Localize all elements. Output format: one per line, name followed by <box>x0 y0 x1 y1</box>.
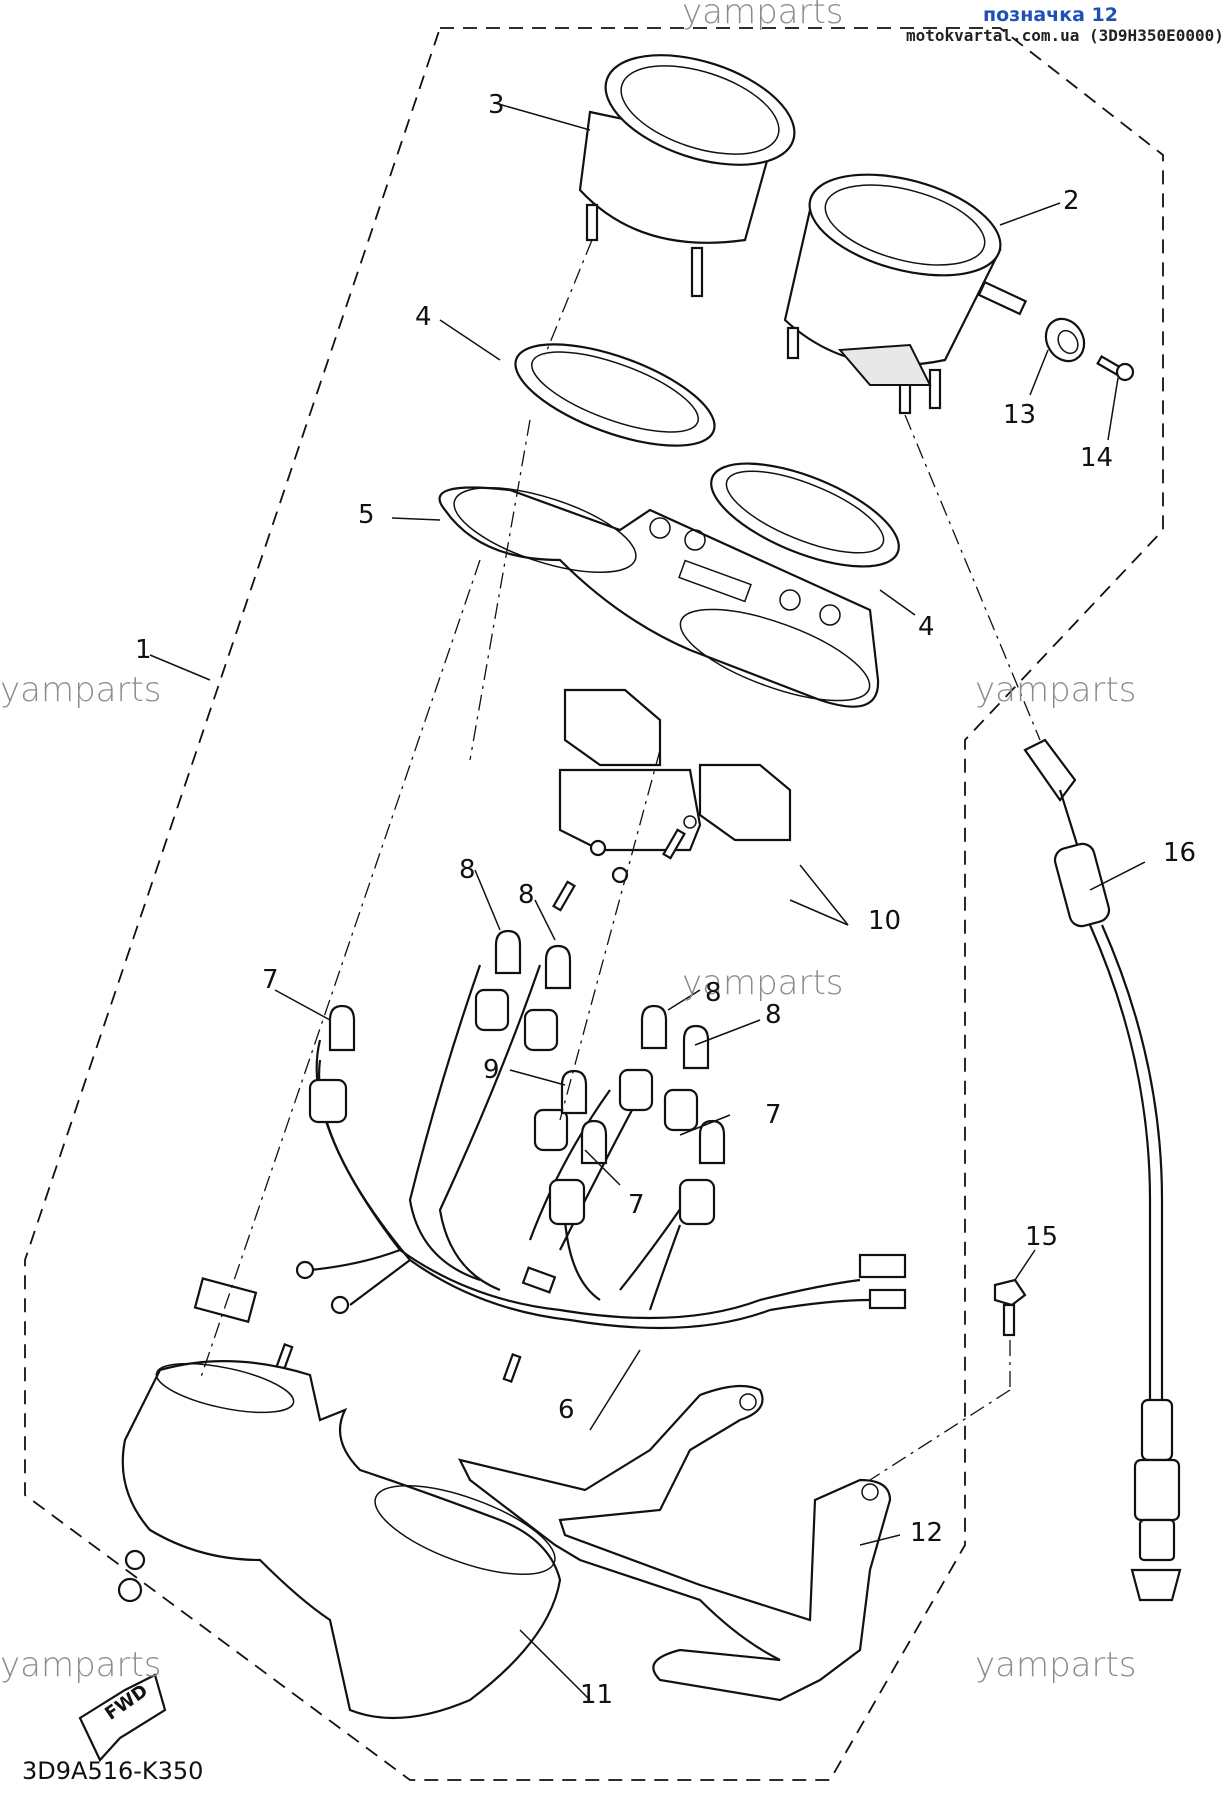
callout-leaders <box>149 102 1146 1701</box>
callout-10: 10 <box>868 906 902 936</box>
gasket-part-4a <box>514 343 716 447</box>
bulb-sockets <box>308 988 716 1226</box>
speedometer-part-2 <box>783 173 1002 415</box>
callout-6: 6 <box>558 1395 575 1425</box>
callout-8d: 8 <box>765 1000 782 1030</box>
header-subtitle: motokvartal.com.ua (3D9H350E0000) <box>906 26 1224 45</box>
callout-4b: 4 <box>918 612 935 642</box>
callout-1: 1 <box>135 635 152 665</box>
callout-5: 5 <box>358 500 375 530</box>
callout-7a: 7 <box>262 965 279 995</box>
callout-2: 2 <box>1063 186 1080 216</box>
callout-14: 14 <box>1080 443 1114 473</box>
screws-terminals <box>193 828 686 1383</box>
tachometer-part-3 <box>578 54 796 298</box>
header-title: позначка 12 <box>983 4 1118 26</box>
callout-8b: 8 <box>518 880 535 910</box>
watermark: yamparts <box>975 670 1137 710</box>
meter-panel-part-5 <box>438 486 880 708</box>
indicator-housing-part-10 <box>558 688 792 852</box>
watermark: yamparts <box>0 1645 162 1685</box>
watermark: yamparts <box>682 0 844 32</box>
watermark: yamparts <box>0 670 162 710</box>
callout-3: 3 <box>488 90 505 120</box>
assembly-lines <box>199 239 1041 1481</box>
assembly-boundary <box>24 27 1164 1781</box>
fwd-arrow-icon <box>78 1673 167 1762</box>
watermark: yamparts <box>975 1645 1137 1685</box>
callout-4a: 4 <box>415 302 432 332</box>
cable-part-16 <box>1023 738 1182 1602</box>
callout-16: 16 <box>1163 838 1197 868</box>
parts-13-14 <box>977 280 1135 382</box>
callout-9: 9 <box>483 1055 500 1085</box>
callout-8c: 8 <box>705 978 722 1008</box>
drawing-code: 3D9A516-K350 <box>22 1757 204 1785</box>
callout-12: 12 <box>910 1518 944 1548</box>
bracket-part-12 <box>457 1384 892 1702</box>
callout-7b: 7 <box>765 1100 782 1130</box>
callout-13: 13 <box>1003 400 1037 430</box>
callout-15: 15 <box>1025 1222 1059 1252</box>
callout-11: 11 <box>580 1680 614 1710</box>
bolt-part-15 <box>993 1278 1027 1337</box>
gasket-part-4b <box>710 462 900 568</box>
callout-7c: 7 <box>628 1190 645 1220</box>
lower-cover-part-11 <box>117 1360 562 1720</box>
callout-8a: 8 <box>459 855 476 885</box>
watermark: yamparts <box>682 963 844 1003</box>
